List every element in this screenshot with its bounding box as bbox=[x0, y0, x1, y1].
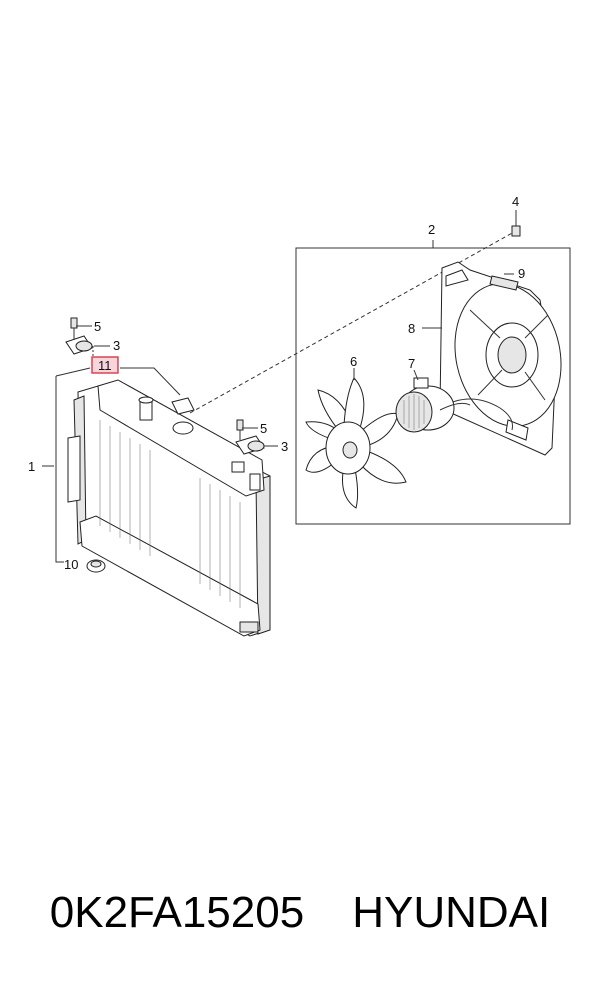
callout-3-upper: 3 bbox=[113, 338, 120, 353]
callout-3-right: 3 bbox=[281, 439, 288, 454]
highlighted-callout-box bbox=[91, 356, 119, 374]
callout-4: 4 bbox=[512, 194, 519, 209]
upper-mount-right bbox=[235, 419, 265, 455]
callout-10: 10 bbox=[64, 557, 78, 572]
fan-motor bbox=[395, 377, 471, 433]
lower-mount bbox=[86, 559, 106, 573]
callout-5-upper: 5 bbox=[94, 319, 101, 334]
upper-mount-left bbox=[65, 317, 93, 355]
shroud-bolt bbox=[511, 210, 521, 237]
part-caption: 0K2FA15205 HYUNDAI bbox=[0, 878, 600, 948]
brand-name: HYUNDAI bbox=[352, 888, 551, 937]
radiator bbox=[67, 379, 271, 637]
callout-7: 7 bbox=[408, 356, 415, 371]
callout-2: 2 bbox=[428, 222, 435, 237]
callout-1: 1 bbox=[28, 459, 35, 474]
callout-8: 8 bbox=[408, 321, 415, 336]
fan-blade bbox=[305, 377, 407, 509]
callout-9: 9 bbox=[518, 266, 525, 281]
callout-5-right: 5 bbox=[260, 421, 267, 436]
fan-shroud bbox=[439, 261, 562, 456]
alignment-dashed-line bbox=[189, 231, 515, 414]
callout-6: 6 bbox=[350, 354, 357, 369]
callout-11: 11 bbox=[98, 358, 112, 373]
part-number: 0K2FA15205 bbox=[49, 888, 305, 937]
